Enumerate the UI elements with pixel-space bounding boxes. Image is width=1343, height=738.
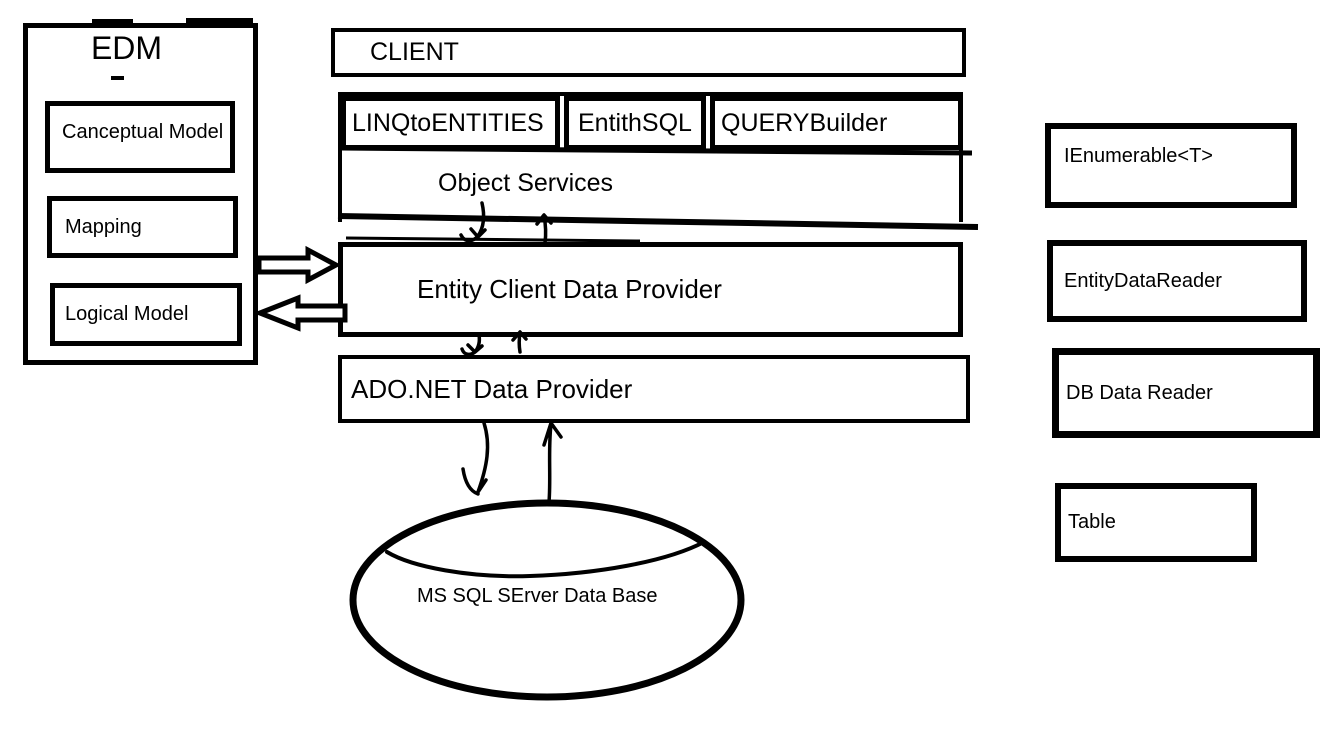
ienumerable-box: IEnumerable<T> bbox=[1045, 123, 1297, 208]
database-label: MS SQL SErver Data Base bbox=[417, 585, 658, 607]
block-arrow-right-icon bbox=[256, 245, 342, 285]
block-arrow-left-icon bbox=[253, 294, 348, 332]
edm-title: EDM bbox=[90, 30, 163, 66]
database-bowl-curve bbox=[385, 540, 706, 579]
object-services-label: Object Services bbox=[338, 152, 963, 214]
ado-net-data-provider-label: ADO.NET Data Provider bbox=[351, 373, 633, 404]
entity-client-top-extra-line bbox=[345, 236, 641, 243]
box-entity-sql: EntithSQL bbox=[564, 96, 706, 150]
box-logical-model: Logical Model bbox=[50, 283, 242, 346]
db-data-reader-box: DB Data Reader bbox=[1052, 348, 1320, 438]
client-box: CLIENT bbox=[331, 28, 966, 77]
linq-to-entities-label: LINQtoENTITIES bbox=[352, 108, 544, 137]
up-arrow-database-to-ado bbox=[542, 421, 563, 504]
entity-client-data-provider-label: Entity Client Data Provider bbox=[417, 274, 722, 304]
query-builder-label: QUERYBuilder bbox=[721, 108, 888, 137]
box-canceptual-model: Canceptual Model bbox=[45, 101, 235, 173]
down-arrow-ecdp-to-ado bbox=[460, 333, 484, 357]
edm-top-overlap-strokes bbox=[92, 18, 253, 25]
ado-net-data-provider-box: ADO.NET Data Provider bbox=[338, 355, 970, 423]
table-box: Table bbox=[1055, 483, 1257, 562]
table-label: Table bbox=[1068, 511, 1116, 533]
object-services-text: Object Services bbox=[438, 168, 614, 197]
box-logical-model-label: Logical Model bbox=[65, 303, 189, 325]
ienumerable-label: IEnumerable<T> bbox=[1064, 145, 1213, 167]
box-mapping-label: Mapping bbox=[65, 215, 142, 238]
box-mapping: Mapping bbox=[47, 196, 238, 258]
box-canceptual-model-label: Canceptual Model bbox=[62, 120, 224, 143]
down-arrow-ado-to-database bbox=[461, 421, 490, 496]
edm-dash bbox=[111, 76, 124, 80]
entity-data-reader-label: EntityDataReader bbox=[1064, 269, 1222, 292]
db-data-reader-label: DB Data Reader bbox=[1066, 381, 1213, 404]
box-query-builder: QUERYBuilder bbox=[710, 96, 963, 150]
entity-client-data-provider-box: Entity Client Data Provider bbox=[338, 242, 963, 337]
box-linq-to-entities: LINQtoENTITIES bbox=[341, 96, 560, 150]
entity-sql-label: EntithSQL bbox=[578, 108, 692, 137]
entity-data-reader-box: EntityDataReader bbox=[1047, 240, 1307, 322]
client-label: CLIENT bbox=[370, 38, 459, 66]
